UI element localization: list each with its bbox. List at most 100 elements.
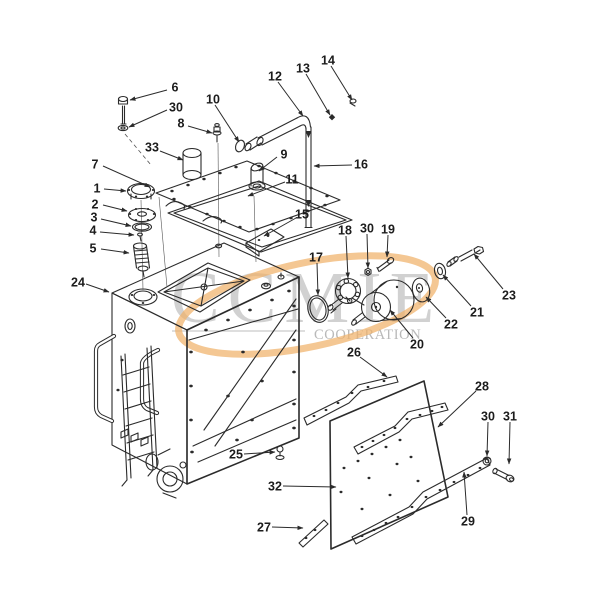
suction-hose (256, 115, 312, 147)
callout-17: 17 (309, 251, 323, 265)
callout-13: 13 (296, 62, 310, 76)
bolt-dots-tank (116, 289, 296, 454)
callout-leader-24 (85, 283, 110, 293)
callout-leader-30 (484, 421, 490, 457)
callout-leader-9 (258, 156, 278, 172)
baffle-plate-group (275, 375, 515, 550)
callout-leader-30 (365, 233, 371, 269)
wire-handle-2 (202, 215, 223, 224)
washer-on-axis (215, 243, 223, 249)
callout-11: 11 (285, 173, 298, 187)
callout-leader-27 (271, 525, 304, 531)
strainer (132, 242, 151, 278)
callout-leader-19 (385, 234, 390, 258)
stud-bolt-19 (376, 257, 395, 273)
callout-29: 29 (461, 515, 475, 529)
breather-cylinder (182, 147, 202, 181)
callout-15: 15 (295, 208, 309, 222)
gasket (167, 180, 353, 253)
callout-5: 5 (90, 242, 97, 256)
elbow-fitting-on-plate (248, 162, 266, 191)
nut-30-bottom (482, 456, 492, 466)
callout-30: 30 (481, 410, 495, 424)
cover-disc-22 (411, 277, 431, 303)
callout-20: 20 (410, 338, 424, 352)
filler-group (126, 182, 157, 291)
callout-leader-31 (506, 421, 512, 465)
filler-neck (128, 288, 158, 306)
pressure-strip-28 (353, 402, 449, 455)
top-face-fittings (260, 272, 285, 290)
sight-glass (124, 318, 136, 334)
callout-30: 30 (360, 222, 374, 236)
callout-23: 23 (502, 289, 516, 303)
callout-18: 18 (338, 224, 352, 238)
callout-14: 14 (321, 54, 335, 68)
tank-seam (188, 308, 299, 341)
pressure-strip-29 (351, 457, 491, 545)
ladder (120, 345, 158, 487)
callout-33: 33 (145, 141, 159, 155)
callout-31: 31 (503, 410, 517, 424)
callout-leader-11 (247, 181, 286, 197)
callout-leader-14 (330, 65, 353, 101)
washer-21 (433, 262, 447, 280)
callout-leader-3 (100, 218, 132, 227)
washer-30-top (117, 124, 129, 132)
o-ring-17 (307, 295, 329, 323)
callout-leader-26 (359, 356, 388, 378)
pressure-strip-26 (303, 375, 399, 426)
callout-leader-30 (128, 109, 168, 128)
elbow-connector (244, 136, 262, 152)
callout-leader-20 (389, 309, 414, 339)
callout-leader-13 (305, 73, 331, 116)
callout-25: 25 (229, 448, 243, 462)
callout-1: 1 (94, 182, 101, 196)
callout-leader-17 (315, 262, 321, 296)
callout-leader-16 (313, 163, 353, 169)
callout-24: 24 (71, 276, 85, 290)
callout-3: 3 (91, 211, 98, 225)
pressure-strip-27 (298, 519, 329, 548)
callout-12: 12 (268, 70, 282, 84)
tank-weld-lines (192, 298, 297, 463)
hex-bolt-6 (117, 95, 129, 125)
callout-22: 22 (444, 318, 458, 332)
flange-disc (127, 207, 157, 223)
callout-leader-10 (214, 104, 240, 143)
callout-leader-4 (99, 231, 135, 237)
callout-21: 21 (470, 306, 484, 320)
callout-leader-8 (187, 125, 213, 134)
callout-leader-22 (425, 296, 447, 319)
o-ring-10 (234, 139, 246, 153)
callout-32: 32 (268, 480, 282, 494)
steel-pipe (304, 126, 313, 229)
callout-8: 8 (178, 117, 185, 131)
bolt-holes-plate (339, 438, 420, 511)
cover-plate-group (117, 95, 357, 288)
callout-leader-23 (473, 253, 504, 290)
bolt-dots-cover (170, 164, 329, 231)
callout-16: 16 (354, 158, 368, 172)
filler-cap (126, 182, 156, 200)
callout-4: 4 (90, 224, 97, 238)
tank-body (111, 242, 300, 485)
callout-30: 30 (169, 101, 183, 115)
breather-bolt (212, 123, 222, 143)
callout-6: 6 (172, 81, 179, 95)
callout-28: 28 (475, 380, 489, 394)
tank-top-opening (157, 262, 251, 313)
handrail (93, 333, 117, 424)
watermark-swoosh (175, 252, 439, 358)
callout-26: 26 (347, 346, 361, 360)
clamp-fitting (328, 114, 336, 121)
sleeve (446, 256, 459, 267)
callout-leader-5 (100, 248, 130, 255)
callout-leader-28 (437, 390, 477, 428)
drain-plug-25 (275, 445, 285, 461)
callout-9: 9 (281, 148, 288, 162)
drain-valve (145, 448, 187, 499)
hex-bolt-31 (492, 467, 515, 483)
